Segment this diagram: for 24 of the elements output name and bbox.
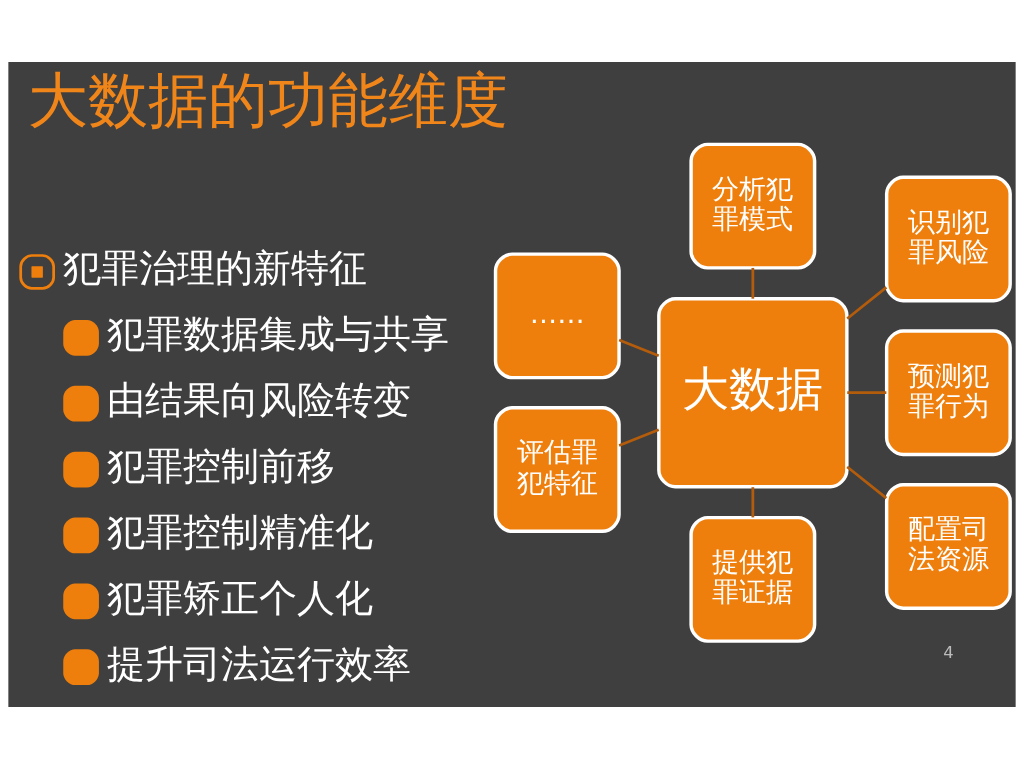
- label: 提升司法运行效率: [107, 640, 412, 686]
- connector: [846, 465, 888, 499]
- node-box: ……: [493, 251, 621, 379]
- connector: [847, 390, 887, 394]
- connector: [846, 285, 888, 320]
- label: 4: [943, 642, 954, 662]
- label: 犯罪数据集成与共享: [107, 310, 450, 356]
- node-box: 分析犯罪模式: [689, 142, 817, 270]
- node-box: 预测犯罪行为: [884, 328, 1012, 456]
- label: 犯罪治理的新特征: [63, 244, 368, 290]
- node-box: 评估罪犯特征: [493, 405, 621, 533]
- connector: [751, 486, 755, 517]
- diagram-title: 大数据的功能维度: [28, 64, 509, 135]
- connector: [751, 267, 755, 299]
- label: 犯罪控制前移: [107, 442, 336, 488]
- node-box: 识别犯罪风险: [884, 175, 1012, 302]
- connector: [618, 338, 660, 357]
- label: 由结果向风险转变: [107, 376, 412, 422]
- label: 犯罪矫正个人化: [107, 574, 374, 620]
- connector: [618, 427, 660, 447]
- node-box: 提供犯罪证据: [689, 515, 817, 643]
- label: 犯罪控制精准化: [107, 508, 374, 554]
- node-box: 配置司法资源: [884, 482, 1012, 610]
- node-box: 大数据: [657, 296, 849, 488]
